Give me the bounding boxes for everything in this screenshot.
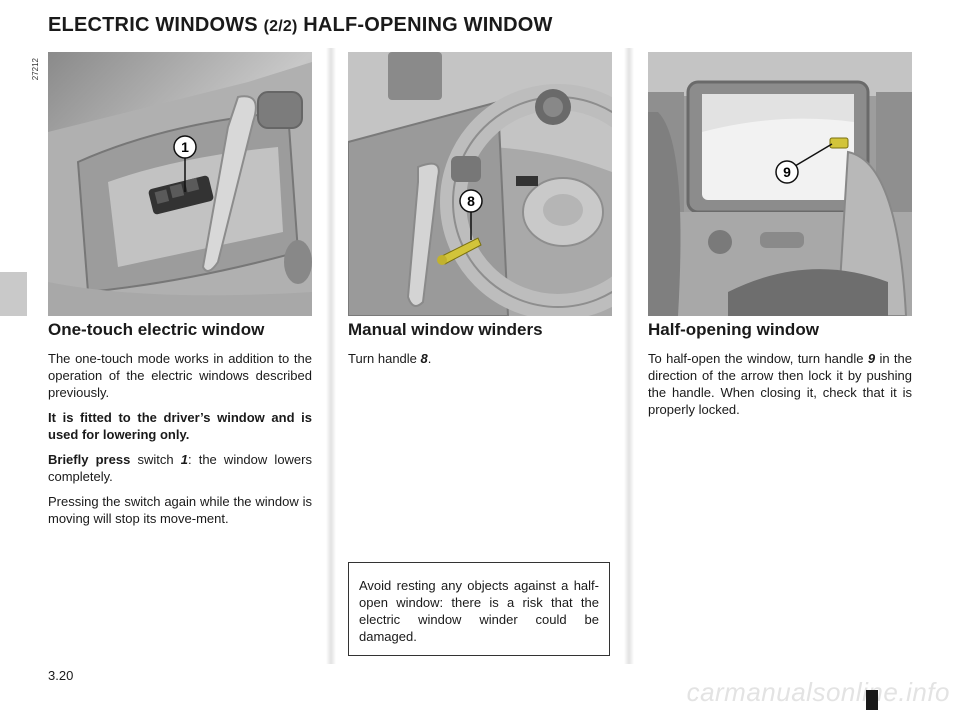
callout-1: 1 [181, 139, 189, 155]
section-heading: Manual window winders [348, 320, 543, 339]
paragraph-bold: It is fitted to the driver’s window and … [48, 410, 312, 442]
figure-door-switch: 1 [48, 52, 312, 316]
paragraph: Briefly press switch 1: the window lower… [48, 452, 312, 484]
figure-half-opening-window: 9 [648, 52, 912, 316]
section-manual-winders: Manual window winders Turn handle 8. [348, 320, 612, 375]
warning-note: Avoid resting any objects against a half… [348, 562, 610, 656]
callout-8: 8 [467, 193, 475, 209]
chapter-tab [0, 272, 27, 316]
figure-code: 27212 [31, 58, 40, 81]
watermark: carmanualsonline.info [686, 677, 950, 707]
callout-9: 9 [783, 164, 791, 180]
page-number: 3.20 [48, 668, 74, 683]
column-divider [624, 48, 634, 664]
section-heading: One-touch electric window [48, 320, 265, 339]
column-divider [326, 48, 336, 664]
paragraph: The one-touch mode works in addition to … [48, 351, 312, 400]
section-one-touch: One-touch electric window The one-touch … [48, 320, 312, 535]
paragraph: To half-open the window, turn handle 9 i… [648, 351, 912, 417]
section-half-opening: Half-opening window To half-open the win… [648, 320, 912, 426]
figure-window-winder: 8 [348, 52, 612, 316]
paragraph: Turn handle 8. [348, 351, 432, 366]
section-heading: Half-opening window [648, 320, 819, 339]
page-title: ELECTRIC WINDOWS (2/2) HALF-OPENING WIND… [48, 14, 553, 36]
corner-mark [866, 690, 878, 710]
paragraph: Pressing the switch again while the wind… [48, 494, 312, 526]
